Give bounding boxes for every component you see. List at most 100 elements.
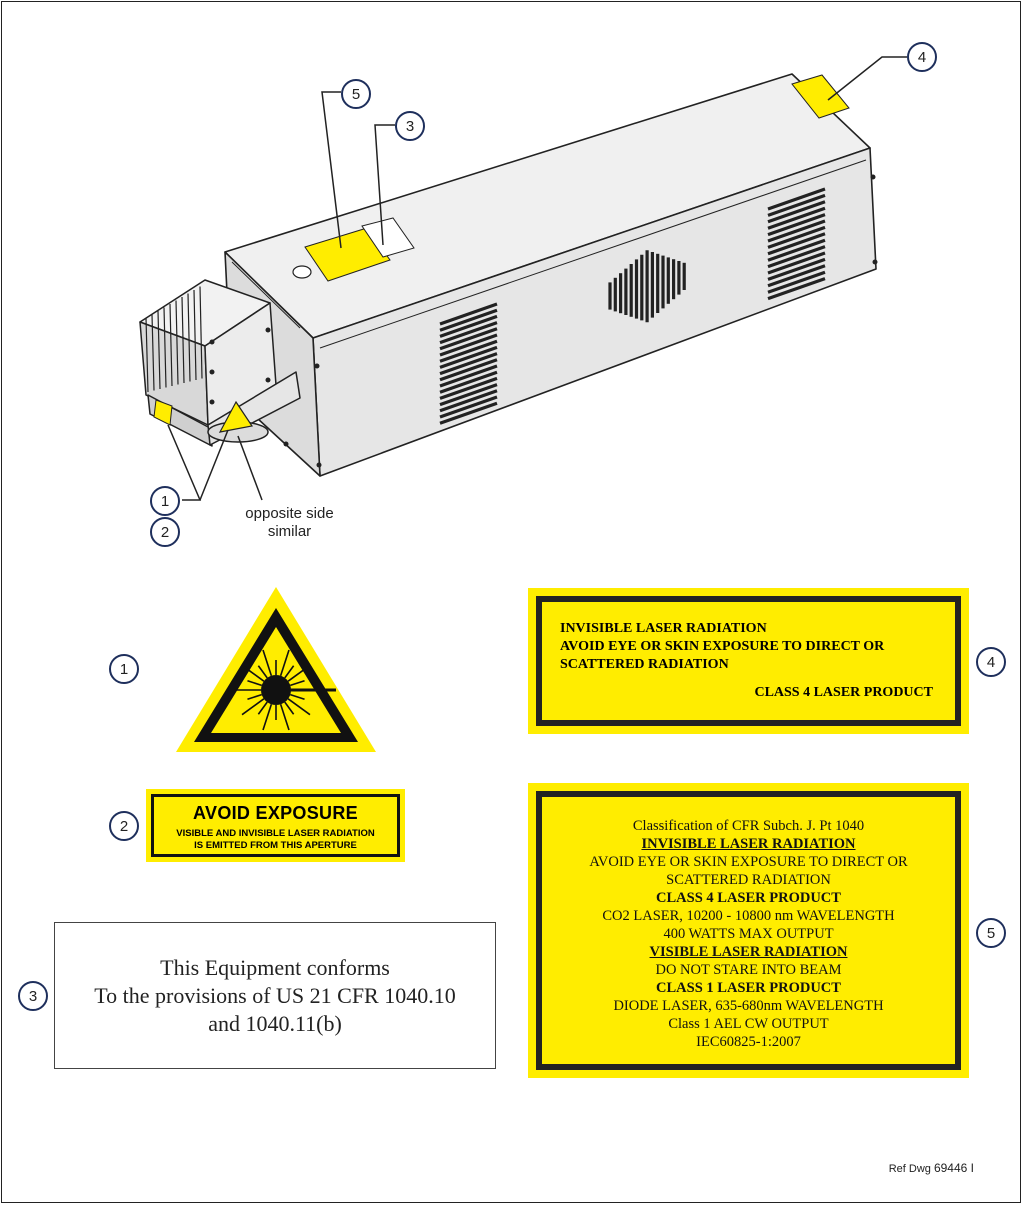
vent-slot bbox=[439, 327, 498, 351]
invisible-radiation-label-border: INVISIBLE LASER RADIATION AVOID EYE OR S… bbox=[536, 596, 961, 726]
heatsink-fin bbox=[151, 314, 155, 391]
vent-slot bbox=[767, 219, 826, 243]
callout-1: 1 bbox=[109, 654, 139, 684]
heatsink-fin bbox=[169, 303, 173, 387]
callout-5-top: 5 bbox=[341, 79, 371, 109]
vent-slot bbox=[767, 225, 826, 249]
classification-label-border: Classification of CFR Subch. J. Pt 1040 … bbox=[536, 791, 961, 1070]
laser-ray bbox=[290, 679, 305, 687]
vent-slot bbox=[767, 187, 826, 211]
callout-2-top: 2 bbox=[150, 517, 180, 547]
callout-2: 2 bbox=[109, 811, 139, 841]
vent-slot bbox=[439, 370, 498, 394]
label5-l6: CO2 LASER, 10200 - 10800 nm WAVELENGTH bbox=[602, 908, 895, 924]
heatsink-fin bbox=[145, 317, 149, 393]
vent-slot bbox=[767, 238, 826, 262]
invisible-radiation-label: INVISIBLE LASER RADIATION AVOID EYE OR S… bbox=[528, 588, 969, 734]
opposite-side-line2: similar bbox=[267, 523, 312, 540]
avoid-exposure-label-border: AVOID EXPOSURE VISIBLE AND INVISIBLE LAS… bbox=[151, 794, 400, 857]
heatsink-fin bbox=[187, 293, 191, 382]
label5-l3: AVOID EYE OR SKIN EXPOSURE TO DIRECT OR bbox=[589, 854, 908, 870]
laser-ray bbox=[287, 698, 311, 716]
vent-slot bbox=[439, 395, 498, 419]
vent-slot bbox=[767, 232, 826, 256]
laser-ray bbox=[279, 649, 290, 676]
callout-4-top: 4 bbox=[907, 42, 937, 72]
vent-slot bbox=[767, 257, 826, 281]
housing-top-labels bbox=[292, 74, 850, 282]
vent-slot bbox=[767, 200, 826, 224]
screws bbox=[209, 174, 878, 468]
vent-slot bbox=[439, 401, 498, 425]
opposite-side-line1: opposite side bbox=[245, 505, 334, 522]
laser-ray bbox=[257, 665, 268, 679]
callout-1-top: 1 bbox=[150, 486, 180, 516]
vent-slot bbox=[439, 339, 498, 363]
vent-slot bbox=[439, 389, 498, 413]
heatsink-fin bbox=[199, 286, 203, 379]
vent-slot bbox=[767, 245, 826, 269]
vent-slot bbox=[439, 345, 498, 369]
vent-slot bbox=[767, 277, 826, 301]
laser-head bbox=[139, 279, 301, 447]
laser-ray bbox=[247, 693, 262, 701]
callout-3: 3 bbox=[18, 981, 48, 1011]
label4-class: CLASS 4 LASER PRODUCT bbox=[754, 685, 933, 700]
label5-l8: VISIBLE LASER RADIATION bbox=[649, 944, 848, 960]
reference-prefix: Ref Dwg bbox=[888, 1163, 934, 1175]
conformity-line1: This Equipment conforms bbox=[160, 954, 390, 980]
vent-slot bbox=[439, 352, 498, 376]
label4-line2: AVOID EYE OR SKIN EXPOSURE TO DIRECT OR bbox=[560, 639, 885, 654]
laser-ray bbox=[262, 704, 273, 731]
label5-l2: INVISIBLE LASER RADIATION bbox=[641, 836, 856, 852]
vent-slot bbox=[439, 302, 498, 326]
laser-ray bbox=[241, 664, 265, 682]
avoid-exposure-line2: IS EMITTED FROM THIS APERTURE bbox=[194, 840, 357, 851]
vent-slot bbox=[439, 333, 498, 357]
label5-l12: Class 1 AEL CW OUTPUT bbox=[668, 1016, 829, 1032]
laser-ray bbox=[279, 704, 290, 731]
label5-l9: DO NOT STARE INTO BEAM bbox=[655, 962, 842, 978]
label5-l11: DIODE LASER, 635-680nm WAVELENGTH bbox=[613, 998, 884, 1014]
conformity-line3: and 1040.11(b) bbox=[208, 1010, 342, 1036]
laser-ray bbox=[257, 701, 268, 715]
avoid-exposure-line1: VISIBLE AND INVISIBLE LASER RADIATION bbox=[176, 828, 375, 839]
opposite-side-note: opposite side similar bbox=[222, 505, 357, 541]
classification-label: Classification of CFR Subch. J. Pt 1040 … bbox=[528, 783, 969, 1078]
vent-slot bbox=[439, 314, 498, 338]
laser-ray bbox=[284, 665, 295, 679]
heatsink-fin bbox=[163, 307, 167, 388]
callout-4: 4 bbox=[976, 647, 1006, 677]
vent-slot bbox=[439, 364, 498, 388]
label5-l13: IEC60825-1:2007 bbox=[696, 1034, 801, 1050]
vent-slot bbox=[439, 376, 498, 400]
label5-l10: CLASS 1 LASER PRODUCT bbox=[656, 980, 841, 996]
reference-drawing: Ref Dwg 69446 I bbox=[889, 1161, 974, 1175]
heatsink-fin bbox=[157, 310, 161, 390]
laser-hazard-icon bbox=[176, 587, 376, 752]
laser-ray bbox=[247, 679, 262, 687]
avoid-exposure-label: AVOID EXPOSURE VISIBLE AND INVISIBLE LAS… bbox=[146, 789, 405, 862]
conformity-label: This Equipment conforms To the provision… bbox=[54, 922, 496, 1069]
leader-lines bbox=[167, 56, 907, 501]
heatsink-fins bbox=[145, 286, 203, 393]
side-vents bbox=[439, 187, 826, 425]
heatsink-fin bbox=[175, 300, 179, 385]
vent-slot bbox=[767, 206, 826, 230]
laser-ray bbox=[284, 701, 295, 715]
vent-slot bbox=[767, 193, 826, 217]
laser-ray bbox=[241, 698, 265, 716]
vent-slot bbox=[767, 270, 826, 294]
vent-slot bbox=[767, 251, 826, 275]
vent-slot bbox=[767, 264, 826, 288]
callout-5: 5 bbox=[976, 918, 1006, 948]
heatsink-fin bbox=[181, 296, 185, 384]
vent-slot bbox=[439, 308, 498, 332]
vent-slot bbox=[439, 383, 498, 407]
callout-3-top: 3 bbox=[395, 111, 425, 141]
label5-l1: Classification of CFR Subch. J. Pt 1040 bbox=[632, 818, 865, 834]
avoid-exposure-title: AVOID EXPOSURE bbox=[193, 803, 358, 823]
vent-slot bbox=[439, 358, 498, 382]
